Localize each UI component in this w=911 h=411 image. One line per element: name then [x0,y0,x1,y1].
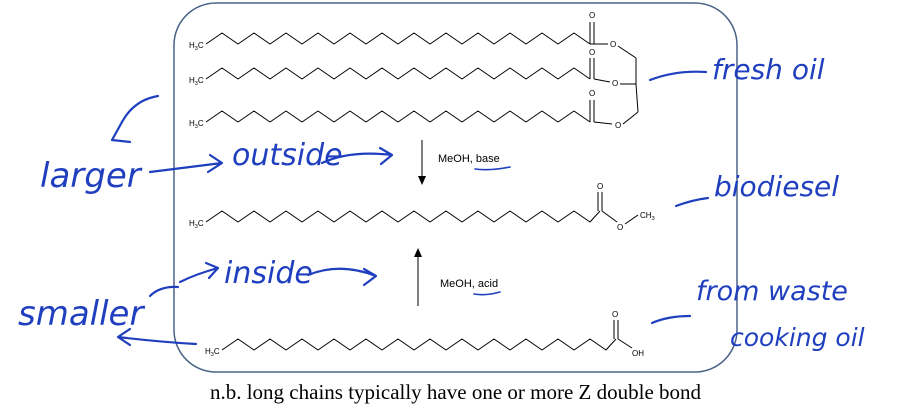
biodiesel-h3c: H3C [189,219,204,230]
underline-base [474,166,511,171]
methyl-ester: H3C O O CH3 [189,182,655,232]
fatty-acid: H3C O OH [205,310,644,358]
arrow-larger-outside [148,153,224,174]
biodiesel-ch3: CH3 [640,211,655,222]
reagent-down: MeOH, base [438,153,500,165]
label-smaller: smaller [18,294,145,334]
hook-arrow-larger [110,94,160,144]
label-inside: inside [224,256,313,291]
biodiesel-ester-o: O [617,223,623,232]
chain3-h3c: H3C [189,119,204,130]
pointer-biodiesel [674,196,710,208]
acid-h3c: H3C [205,347,220,358]
chain1-carbonyl-o: O [589,11,595,20]
arrow-to-smaller [148,285,180,298]
biodiesel-carbonyl-o: O [597,182,603,191]
chain1-bonds [205,32,591,45]
triglyceride: H3C O O H3C O O H3C O O [189,11,639,130]
pointer-waste-oil [650,314,692,325]
chain1-ester-o: O [610,40,616,49]
reaction-arrow-up [414,248,422,306]
chain3-ester-o: O [615,121,621,130]
reaction-arrow-down [418,140,426,185]
label-waste-oil-line2: cooking oil [730,323,865,352]
chain2-carbonyl-o: O [589,48,595,57]
label-outside: outside [232,138,343,173]
arrow-smaller-left [116,327,198,347]
glycerol-backbone [635,58,639,113]
acid-hydroxyl: OH [632,349,644,358]
pointer-fresh-oil [648,70,708,82]
label-waste-oil-line1: from waste [696,276,848,307]
biodiesel-chain-bonds [205,210,601,223]
caption: n.b. long chains typically have one or m… [209,380,702,404]
diagram-frame [173,2,738,373]
arrow-inside [306,267,378,287]
acid-carbonyl-o: O [612,310,618,319]
reagent-up: MeOH, acid [440,278,498,290]
arrow-to-inside [178,261,220,284]
chain1-h3c: H3C [189,41,204,52]
label-larger: larger [40,156,143,196]
chain2-h3c: H3C [189,76,204,87]
chain2-bonds [205,67,591,80]
label-fresh-oil: fresh oil [712,53,825,86]
label-biodiesel: biodiesel [714,170,839,203]
underline-acid [473,291,501,296]
acid-chain-bonds [221,338,617,351]
chain3-bonds [205,110,591,123]
chain3-carbonyl-o: O [589,89,595,98]
arrow-outside [320,146,394,166]
chain2-ester-o: O [612,79,618,88]
